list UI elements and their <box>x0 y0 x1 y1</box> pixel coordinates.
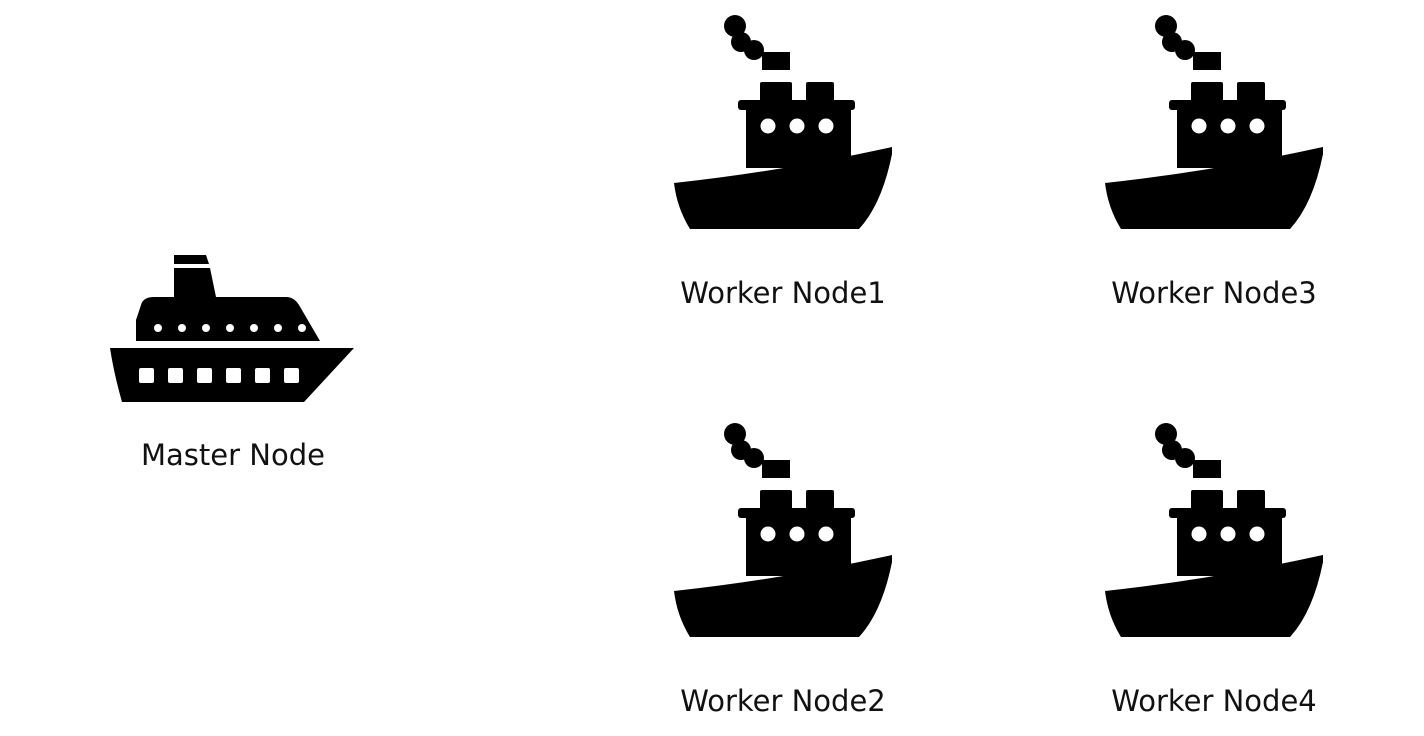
tugboat-icon <box>668 420 898 640</box>
master-node: Master Node <box>108 250 358 472</box>
worker-node-4: Worker Node4 <box>1099 420 1329 718</box>
worker-node-1: Worker Node1 <box>668 12 898 310</box>
worker-node-1-label: Worker Node1 <box>680 276 886 310</box>
worker-node-2-label: Worker Node2 <box>680 684 886 718</box>
master-node-label: Master Node <box>141 438 325 472</box>
tugboat-icon <box>668 12 898 232</box>
worker-node-4-label: Worker Node4 <box>1111 684 1317 718</box>
worker-node-3: Worker Node3 <box>1099 12 1329 310</box>
tugboat-icon <box>1099 420 1329 640</box>
tugboat-icon <box>1099 12 1329 232</box>
worker-node-3-label: Worker Node3 <box>1111 276 1317 310</box>
worker-node-2: Worker Node2 <box>668 420 898 718</box>
cruise-ship-icon <box>108 250 358 410</box>
